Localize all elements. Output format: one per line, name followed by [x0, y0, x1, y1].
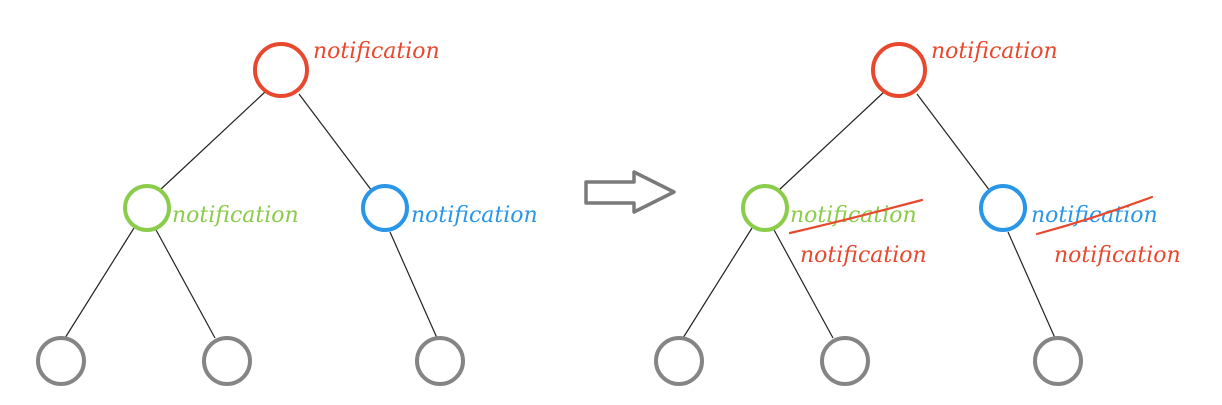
edge-left-child-leaf-1	[682, 227, 753, 339]
right-tree: notification notification notification n…	[654, 39, 1181, 386]
edge-right-child-leaf	[389, 231, 438, 339]
arrow-shape	[584, 170, 676, 214]
leaf-node-1	[36, 336, 86, 386]
transition-arrow	[584, 170, 676, 214]
left-child-strikethrough	[788, 198, 924, 235]
root-notification-label: notification	[313, 39, 440, 64]
edge-left-child-leaf-2	[772, 227, 834, 339]
right-child-node	[979, 184, 1027, 232]
leaf-node-1	[654, 336, 704, 386]
leaf-node-2	[202, 336, 252, 386]
edge-root-left-child	[778, 91, 885, 191]
root-notification-label: notification	[931, 39, 1058, 64]
leaf-node-3	[415, 336, 465, 386]
right-child-old-notification-label: notification	[1031, 203, 1158, 228]
left-tree: notification notification notification	[36, 39, 538, 386]
edge-root-left-child	[159, 91, 266, 191]
leaf-node-3	[1033, 336, 1083, 386]
edge-root-right-child	[916, 93, 991, 192]
left-child-node	[741, 184, 789, 232]
right-child-strikethrough	[1035, 195, 1154, 236]
left-child-new-notification-label: notification	[800, 243, 927, 268]
left-child-node	[123, 184, 171, 232]
edge-left-child-leaf-2	[154, 227, 216, 339]
right-child-new-notification-label: notification	[1054, 243, 1181, 268]
left-child-notification-label: notification	[172, 203, 299, 228]
right-child-notification-label: notification	[411, 203, 538, 228]
root-node	[871, 42, 927, 98]
right-child-node	[361, 184, 409, 232]
root-node	[253, 42, 309, 98]
edge-root-right-child	[298, 93, 373, 192]
edge-right-child-leaf	[1007, 231, 1056, 339]
leaf-node-2	[820, 336, 870, 386]
edge-left-child-leaf-1	[64, 227, 135, 339]
